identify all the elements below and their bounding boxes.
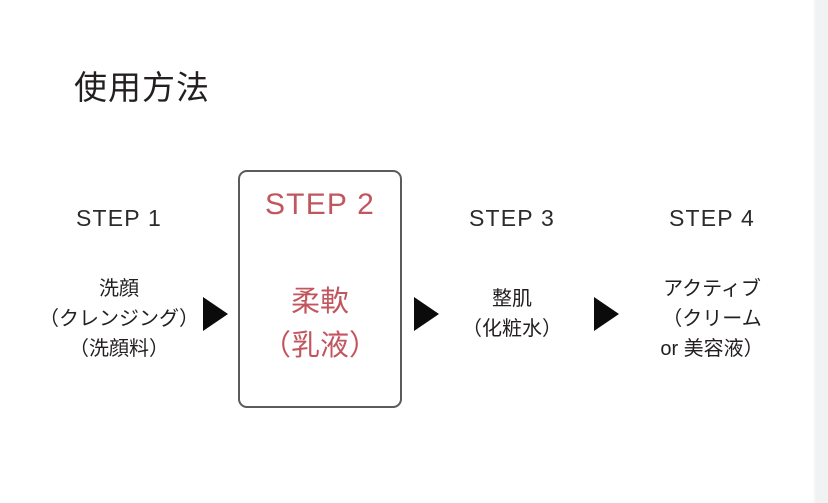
step-3-line-1: 整肌 [492,288,532,310]
page-edge-highlight [813,0,815,503]
step-1-line-3: （洗顔料） [69,338,169,360]
step-4-column: STEP 4 アクティブ （クリーム or 美容液） [626,203,798,364]
step-1-description: 洗顔 （クレンジング） （洗顔料） [8,274,230,364]
triangle-right-icon [414,297,439,331]
step-2-highlight-card: STEP 2 柔軟 （乳液） [238,170,402,408]
step-1-line-2: （クレンジング） [39,308,199,330]
step-2-heading: STEP 2 [264,188,376,221]
step-1-heading: STEP 1 [75,205,163,231]
triangle-right-icon [594,297,619,331]
step-4-heading: STEP 4 [668,205,756,231]
step-3-line-2: （化粧水） [462,318,562,340]
step-3-heading: STEP 3 [468,205,556,231]
page-edge-strip [815,0,828,503]
step-3-description: 整肌 （化粧水） [442,284,582,344]
step-3-column: STEP 3 整肌 （化粧水） [442,203,582,344]
step-1-column: STEP 1 洗顔 （クレンジング） （洗顔料） [8,203,230,364]
triangle-right-icon [203,297,228,331]
step-1-line-1: 洗顔 [99,278,139,300]
step-4-line-1: アクティブ [663,278,761,300]
page-title: 使用方法 [74,69,210,106]
step-2-line-1: 柔軟 [290,286,349,318]
step-4-line-2: （クリーム [662,308,762,330]
step-4-description: アクティブ （クリーム or 美容液） [626,274,798,364]
step-2-line-2: （乳液） [261,330,378,362]
step-4-line-3: or 美容液） [660,338,764,360]
step-2-description: 柔軟 （乳液） [240,280,400,368]
